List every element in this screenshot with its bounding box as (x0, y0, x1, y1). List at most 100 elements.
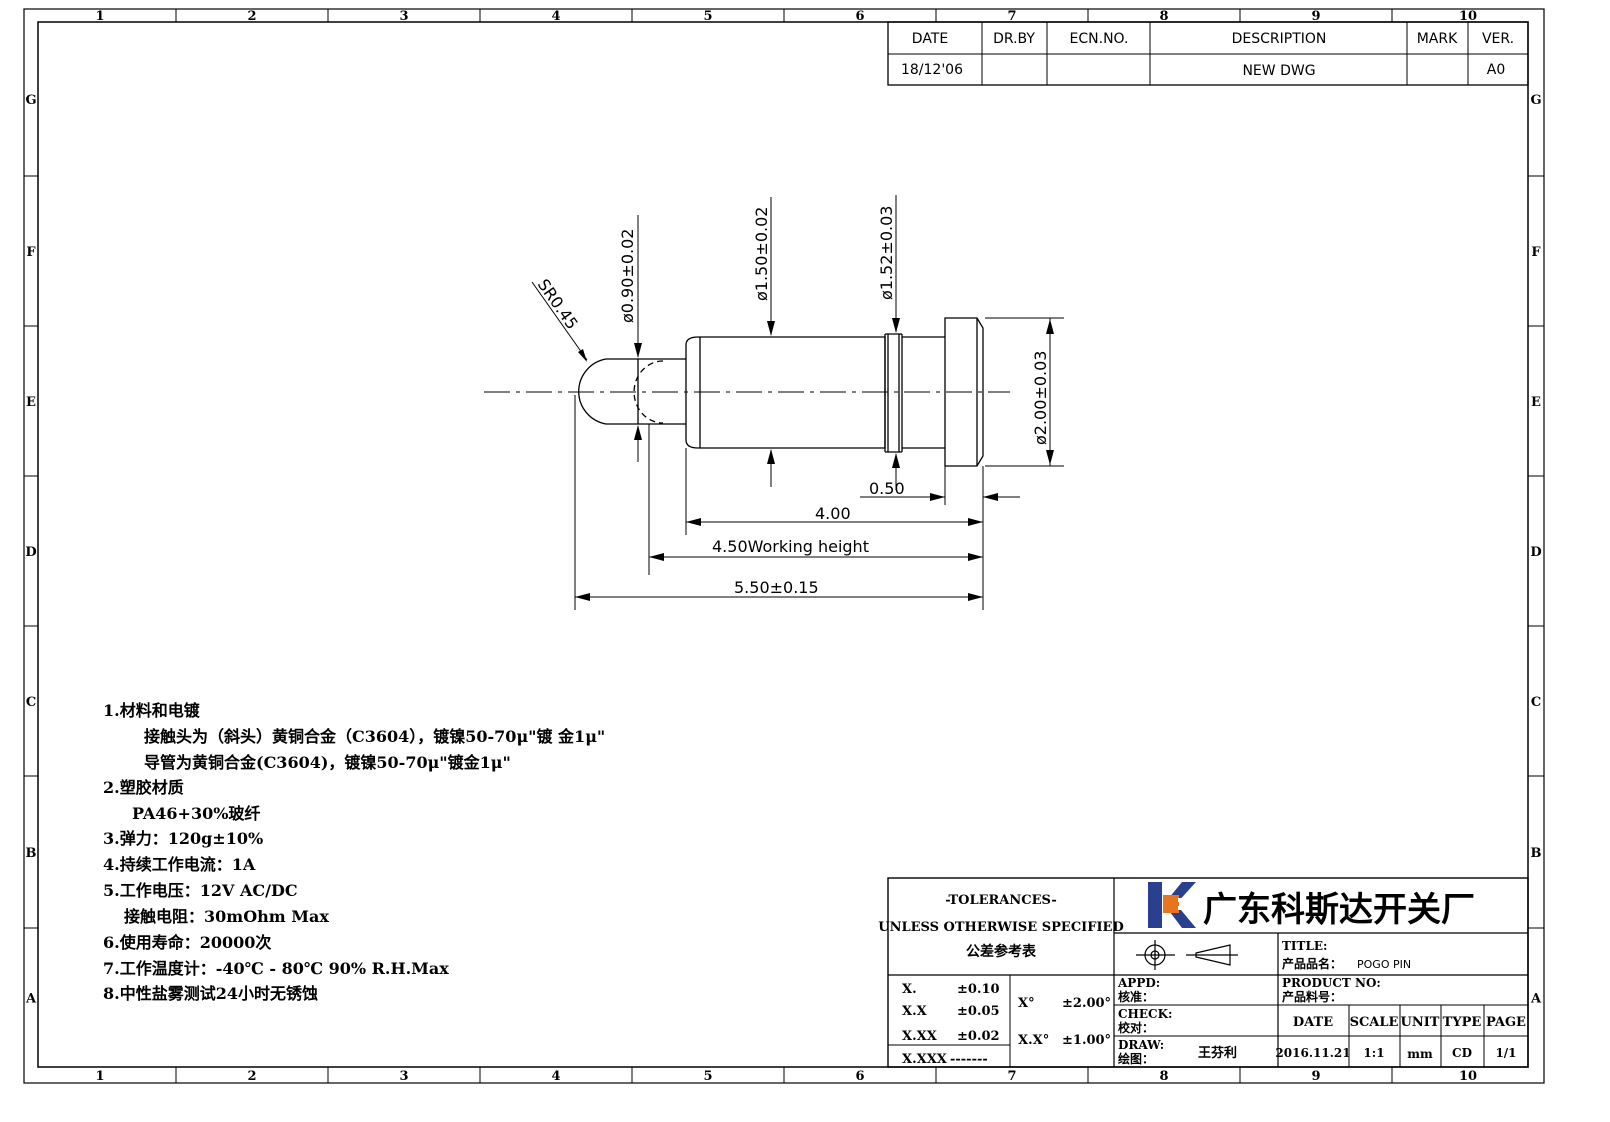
dim-dia-152: ø1.52±0.03 (877, 206, 896, 300)
pogo-pin-drawing (484, 195, 1064, 610)
ang-key: X° (1018, 996, 1035, 1011)
drawer-name: 王芬利 (1198, 1045, 1237, 1061)
column-zone-label: 3 (399, 1069, 408, 1084)
tol-key: X.XX (902, 1029, 938, 1044)
row-zone-label: A (25, 992, 37, 1007)
note-line: 4.持续工作电流：1A (103, 855, 256, 874)
rev-header-mark: MARK (1417, 31, 1458, 47)
unless-specified: UNLESS OTHERWISE SPECIFIED (878, 920, 1124, 935)
row-zone-label: C (26, 695, 36, 710)
info-header-page: PAGE (1486, 1015, 1526, 1030)
note-line: 接触头为（斜头）黄铜合金（C3604），镀镍50-70μ"镀 金1μ" (144, 727, 605, 746)
dim-len-550: 5.50±0.15 (734, 578, 819, 597)
note-line: 导管为黄铜合金(C3604)，镀镍50-70μ"镀金1μ" (144, 753, 511, 772)
title-block (887, 877, 1529, 1068)
tol-val: ------- (950, 1052, 988, 1067)
company-name: 广东科斯达开关厂 (1203, 890, 1475, 930)
column-zone-label: 5 (703, 1069, 712, 1084)
tol-key: X. (902, 982, 917, 997)
rev-header-drby: DR.BY (993, 31, 1035, 47)
row-zone-label: G (25, 93, 36, 108)
tolerances-title: -TOLERANCES- (945, 893, 1057, 908)
tolerance-ref-table: 公差参考表 (966, 943, 1037, 960)
notes-block: 1.材料和电镀 接触头为（斜头）黄铜合金（C3604），镀镍50-70μ"镀 金… (103, 701, 605, 1003)
check-label: CHECK: (1118, 1007, 1172, 1021)
barrel (685, 336, 886, 449)
draw-label: DRAW: (1118, 1038, 1164, 1052)
product-code-label: 产品料号： (1282, 989, 1342, 1004)
product-no-label: PRODUCT NO: (1282, 976, 1381, 990)
ang-val: ±2.00° (1062, 996, 1111, 1011)
info-scale: 1:1 (1363, 1046, 1384, 1060)
tol-val: ±0.02 (957, 1029, 1000, 1044)
info-type: CD (1452, 1046, 1472, 1060)
row-zone-label: F (26, 245, 36, 260)
third-angle-projection-icon (1136, 940, 1238, 970)
note-line: 3.弹力：120g±10% (103, 829, 263, 848)
column-zone-label: 5 (703, 9, 712, 24)
product-name-label: 产品品名： (1282, 956, 1342, 971)
note-line: 5.工作电压：12V AC/DC (103, 881, 298, 900)
info-header-type: TYPE (1443, 1015, 1482, 1030)
column-zone-label: 9 (1311, 1069, 1320, 1084)
info-header-scale: SCALE (1350, 1015, 1399, 1030)
tol-val: ±0.05 (957, 1004, 1000, 1019)
hidden-line (633, 360, 664, 424)
rev-description: NEW DWG (1242, 63, 1315, 79)
column-zone-label: 2 (247, 1069, 256, 1084)
column-zone-label: 1 (95, 1069, 104, 1084)
inner-frame (37, 21, 1529, 1068)
rev-header-ver: VER. (1482, 31, 1514, 47)
draw-cn-label: 绘图： (1118, 1051, 1154, 1066)
rev-date: 18/12'06 (901, 62, 963, 78)
note-line: 6.使用寿命：20000次 (103, 933, 271, 952)
rev-ver: A0 (1487, 62, 1505, 78)
row-zone-label: G (1530, 93, 1541, 108)
row-zone-label: D (1530, 545, 1541, 560)
rev-header-ecn: ECN.NO. (1070, 31, 1129, 47)
rev-header-description: DESCRIPTION (1232, 31, 1327, 47)
company-logo (1148, 882, 1196, 928)
row-zone-label: D (25, 545, 36, 560)
column-zone-label: 2 (247, 9, 256, 24)
row-zone-label: B (26, 846, 37, 861)
product-name: POGO PIN (1357, 958, 1411, 971)
row-zone-label: F (1531, 245, 1541, 260)
column-zone-label: 8 (1159, 9, 1168, 24)
row-zone-label: A (1530, 992, 1542, 1007)
dim-dia-090: ø0.90±0.02 (618, 229, 637, 323)
note-line: 8.中性盐雾测试24小时无锈蚀 (103, 984, 318, 1003)
sr-leader (531, 281, 588, 361)
column-zone-label: 7 (1007, 9, 1016, 24)
plunger-tip (578, 358, 639, 425)
dim-len-400: 4.00 (815, 504, 851, 523)
ang-key: X.X° (1018, 1033, 1049, 1048)
info-date: 2016.11.21 (1275, 1046, 1350, 1060)
dim-len-450: 4.50Working height (712, 537, 869, 556)
column-zone-label: 1 (95, 9, 104, 24)
info-header-date: DATE (1293, 1015, 1333, 1030)
rev-header-date: DATE (912, 31, 948, 47)
info-unit: mm (1407, 1047, 1433, 1061)
note-line: 7.工作温度计：-40℃ - 80℃ 90% R.H.Max (103, 959, 449, 978)
row-zone-label: E (1531, 395, 1541, 410)
column-zone-label: 10 (1459, 1069, 1477, 1084)
info-header-unit: UNIT (1401, 1015, 1440, 1030)
column-zone-label: 4 (551, 1069, 560, 1084)
column-zone-label: 3 (399, 9, 408, 24)
tol-key: X.XXX (902, 1052, 948, 1067)
column-zone-label: 8 (1159, 1069, 1168, 1084)
note-line: PA46+30%玻纤 (132, 804, 260, 823)
appd-label: APPD: (1117, 976, 1160, 990)
info-page: 1/1 (1495, 1046, 1516, 1060)
revision-table: DATE DR.BY ECN.NO. DESCRIPTION MARK VER.… (887, 21, 1529, 86)
row-zone-label: C (1531, 695, 1541, 710)
tol-val: ±0.10 (957, 982, 1000, 997)
note-line: 2.塑胶材质 (103, 778, 184, 797)
column-zone-label: 10 (1459, 9, 1477, 24)
note-line: 接触电阻：30mOhm Max (124, 907, 329, 926)
note-line: 1.材料和电镀 (103, 701, 201, 720)
tol-key: X.X (902, 1004, 928, 1019)
